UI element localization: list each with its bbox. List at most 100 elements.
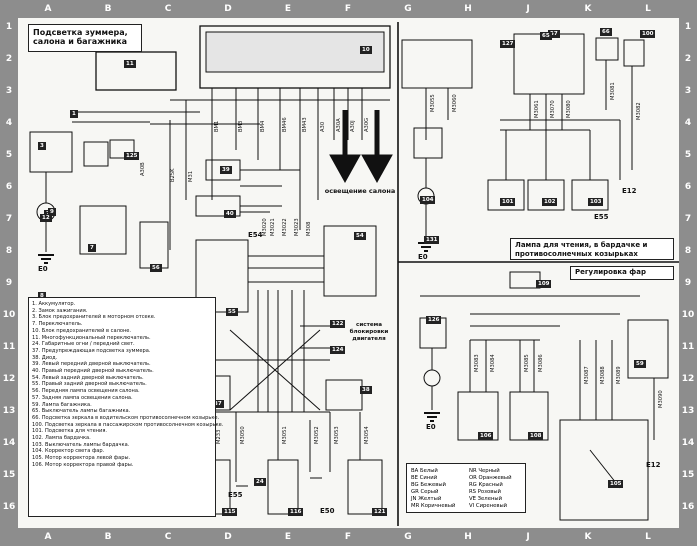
wire-color-entry: NR Черный [469, 468, 500, 474]
component-number-tag: 122 [330, 320, 346, 328]
wire-label: BM1 [214, 120, 220, 132]
component-number-tag: 57 [548, 30, 560, 38]
ground-label: E54 [248, 231, 263, 239]
wire-color-entry: BG Бежевый [411, 482, 446, 488]
wire-color-entry: VI Сиреневый [469, 503, 508, 509]
wire-label: BM46 [282, 117, 288, 132]
grid-number-left: 11 [2, 342, 16, 352]
wire-label: M3081 [610, 82, 616, 100]
wire-label: M3083 [474, 354, 480, 372]
grid-number-right: 6 [684, 182, 692, 192]
component-number-tag: 100 [640, 30, 656, 38]
grid-letter-top: K [584, 4, 592, 14]
component-number-tag: 8 [38, 292, 46, 300]
legend-item: 37. Предупреждающая подсветка зуммера. [32, 347, 151, 354]
grid-number-right: 1 [684, 22, 692, 32]
wire-label: M3023 [294, 218, 300, 236]
grid-number-left: 6 [5, 182, 13, 192]
wire-label: BM3 [238, 120, 244, 132]
legend-item: 102. Лампа бардачка. [32, 435, 91, 442]
ground-label: E55 [594, 213, 609, 221]
grid-letter-top: A [44, 4, 52, 14]
buzzer-title: Подсветка зуммера, салона и багажника [33, 28, 128, 46]
headlamp-title-box: Регулировка фар [570, 266, 674, 280]
wire-label: M3085 [524, 354, 530, 372]
component-number-tag: 3 [38, 142, 46, 150]
grid-number-right: 4 [684, 118, 692, 128]
wire-label: M3070 [550, 100, 556, 118]
legend-item: 39. Левый передний дверной выключатель. [32, 361, 151, 368]
component-number-tag: 127 [500, 40, 516, 48]
wire-color-entry: MR Коричневый [411, 503, 456, 509]
grid-number-right: 9 [684, 278, 692, 288]
wire-color-entry: JN Желтый [411, 496, 442, 502]
grid-letter-top: D [224, 4, 232, 14]
grid-number-right: 3 [684, 86, 692, 96]
legend-item: 66. Подсветка зеркала в водительском про… [32, 414, 220, 421]
wire-label: M233 [216, 429, 222, 444]
grid-number-left: 8 [5, 246, 13, 256]
wire-label: A30A [336, 118, 342, 132]
component-number-tag: 38 [360, 386, 372, 394]
grid-number-right: 2 [684, 54, 692, 64]
wire-label: M31 [188, 170, 194, 182]
wire-label: M3088 [600, 366, 606, 384]
component-number-tag: 54 [354, 232, 366, 240]
component-number-tag: 104 [420, 196, 436, 204]
component-number-tag: 105 [608, 480, 624, 488]
grid-letter-top: F [344, 4, 352, 14]
grid-letter-bottom: L [645, 532, 651, 542]
ground-label: E12 [646, 461, 661, 469]
wire-label: M3052 [314, 426, 320, 444]
wire-label: M3055 [430, 94, 436, 112]
ground-label: E50 [320, 507, 335, 515]
wire-label: M308 [306, 221, 312, 236]
component-number-tag: 9 [48, 208, 56, 216]
grid-number-left: 10 [2, 310, 16, 320]
grid-number-left: 12 [2, 374, 16, 384]
headlamp-title: Регулировка фар [575, 268, 646, 276]
grid-number-right: 13 [681, 406, 695, 416]
grid-letter-bottom: B [104, 532, 112, 542]
reading-title-box: Лампа для чтения, в бардачке и противосо… [510, 238, 674, 260]
grid-letter-bottom: A [44, 532, 52, 542]
wire-label: M3051 [282, 426, 288, 444]
wire-label: M3089 [616, 366, 622, 384]
legend-item: 38. Диод. [32, 354, 58, 361]
component-number-tag: 24 [254, 478, 266, 486]
component-number-tag: 55 [226, 308, 238, 316]
legend-item: 11. Многофункциональный переключатель. [32, 334, 151, 341]
legend-item: 1. Аккумулятор. [32, 301, 76, 307]
grid-number-right: 7 [684, 214, 692, 224]
component-number-tag: 125 [124, 152, 140, 160]
grid-letter-bottom: K [584, 532, 592, 542]
component-number-tag: 109 [536, 280, 552, 288]
grid-number-left: 9 [5, 278, 13, 288]
wire-label: BM4 [260, 120, 266, 132]
component-number-tag: 56 [150, 264, 162, 272]
grid-letter-bottom: D [224, 532, 232, 542]
component-number-tag: 116 [288, 508, 304, 516]
component-number-tag: 124 [330, 346, 346, 354]
wire-label: M3084 [490, 354, 496, 372]
wire-label: M3086 [538, 354, 544, 372]
component-number-tag: 106 [478, 432, 494, 440]
legend-item: 24. Габаритные огни / передний свет. [32, 341, 135, 348]
wire-color-entry: VE Зеленый [469, 496, 503, 502]
component-number-tag: 11 [124, 60, 136, 68]
component-number-tag: 39 [220, 166, 232, 174]
wire-label: M3061 [534, 100, 540, 118]
wire-color-entry: OR Оранжевый [469, 475, 512, 481]
grid-letter-bottom: C [164, 532, 172, 542]
component-number-tag: 65 [540, 32, 552, 40]
grid-number-right: 15 [681, 470, 695, 480]
grid-number-right: 5 [684, 150, 692, 160]
component-number-tag: 40 [224, 210, 236, 218]
grid-number-left: 1 [5, 22, 13, 32]
grid-letter-bottom: H [464, 532, 472, 542]
wire-label: A30G [364, 117, 370, 132]
grid-letter-bottom: F [344, 532, 352, 542]
wire-label: M3050 [240, 426, 246, 444]
grid-letter-top: G [404, 4, 412, 14]
